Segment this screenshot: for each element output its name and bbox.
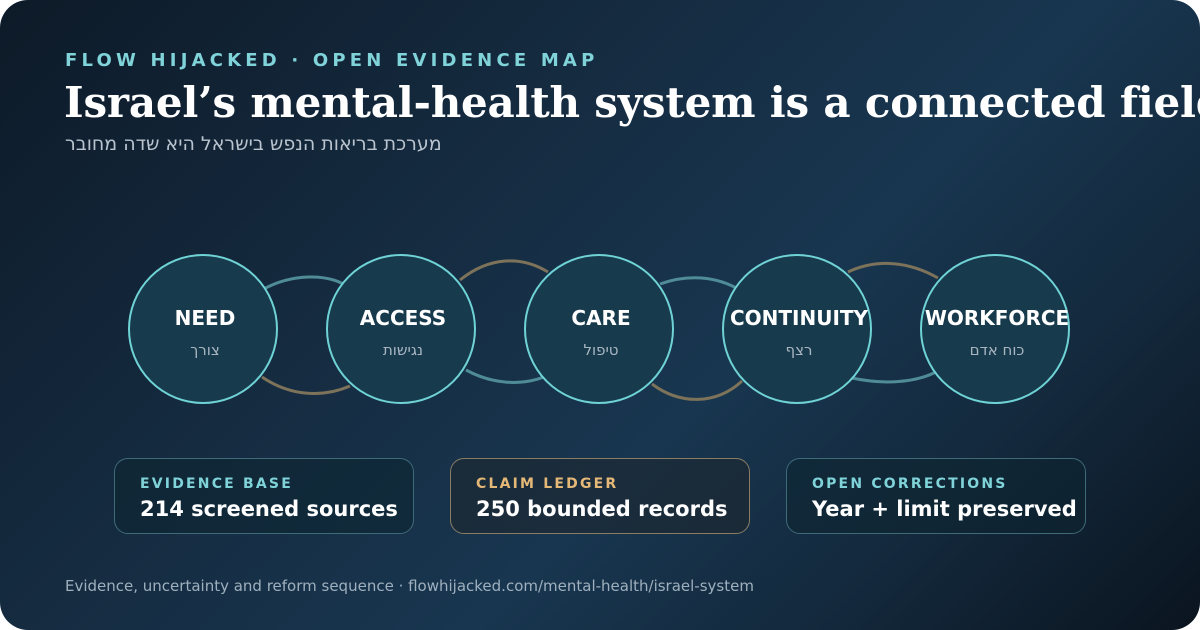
flow-node-workforce: WORKFORCE כוח אדם <box>920 254 1070 404</box>
flow-link-care-continuity-top <box>659 276 741 292</box>
stat-value: Year + limit preserved <box>812 497 1077 521</box>
stat-label: OPEN CORRECTIONS <box>812 476 1008 492</box>
flow-link-need-access-bottom <box>261 375 351 395</box>
flow-node-label-hebrew: נגישות <box>382 341 424 359</box>
stat-card-claim-ledger: CLAIM LEDGER 250 bounded records <box>450 458 750 534</box>
flow-link-access-care-top <box>459 259 549 282</box>
stat-card-evidence-base: EVIDENCE BASE 214 screened sources <box>114 458 414 534</box>
flow-node-label-hebrew: כוח אדם <box>969 341 1025 359</box>
flow-link-continuity-workforce-bottom <box>851 370 937 384</box>
flow-node-label-hebrew: צורך <box>190 341 220 359</box>
flow-node-label-hebrew: רצף <box>785 341 813 359</box>
footer-source-line: Evidence, uncertainty and reform sequenc… <box>65 577 754 595</box>
stat-label: EVIDENCE BASE <box>140 476 293 492</box>
stat-card-open-corrections: OPEN CORRECTIONS Year + limit preserved <box>786 458 1086 534</box>
flow-link-access-care-bottom <box>465 368 545 384</box>
flow-node-label-hebrew: טיפול <box>583 341 619 359</box>
flow-node-need: NEED צורך <box>128 254 278 404</box>
flow-node-label: NEED <box>174 306 236 330</box>
flow-node-label: ACCESS <box>359 306 447 330</box>
flow-link-care-continuity-bottom <box>651 379 744 401</box>
flow-link-continuity-workforce-top <box>847 261 939 280</box>
flow-node-label: CARE <box>571 306 631 330</box>
flow-node-label: WORKFORCE <box>924 306 1070 330</box>
flow-node-continuity: CONTINUITY רצף <box>722 254 872 404</box>
flow-node-access: ACCESS נגישות <box>326 254 476 404</box>
stat-value: 214 screened sources <box>140 497 398 521</box>
stat-label: CLAIM LEDGER <box>476 476 619 492</box>
flow-node-care: CARE טיפול <box>524 254 674 404</box>
flow-node-label: CONTINUITY <box>729 306 869 330</box>
page-subtitle-hebrew: מערכת בריאות הנפש בישראל היא שדה מחובר <box>65 133 442 155</box>
page-title: Israel’s mental-health system is a conne… <box>64 78 1200 127</box>
eyebrow: FLOW HIJACKED · OPEN EVIDENCE MAP <box>65 50 599 71</box>
stat-value: 250 bounded records <box>476 497 728 521</box>
